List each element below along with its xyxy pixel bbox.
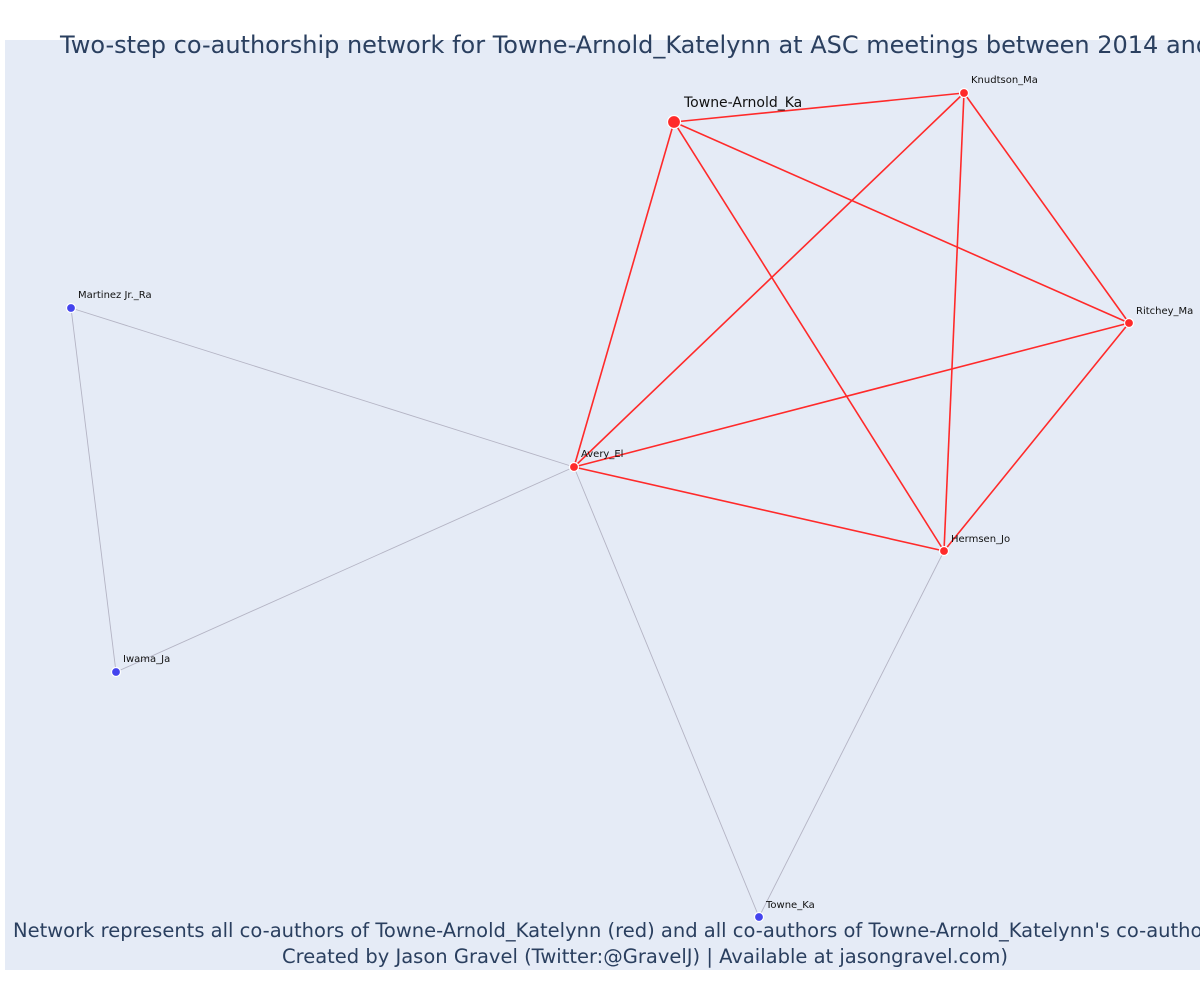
edge-towne-arnold-ka-knudtson-ma xyxy=(673,92,965,123)
node-avery-el[interactable] xyxy=(568,461,580,473)
node-knudtson-ma[interactable] xyxy=(958,87,970,99)
edge-iwama-ja-avery-el xyxy=(115,466,575,673)
edge-knudtson-ma-hermsen-jo xyxy=(943,92,965,552)
plot-background xyxy=(5,40,1200,970)
node-ritchey-ma[interactable] xyxy=(1123,317,1135,329)
caption-line-2: Created by Jason Gravel (Twitter:@Gravel… xyxy=(282,945,1008,968)
node-label-avery-el: Avery_El xyxy=(581,449,623,460)
edge-ritchey-ma-avery-el xyxy=(573,322,1130,468)
node-iwama-ja[interactable] xyxy=(110,666,122,678)
caption-line-1: Network represents all co-authors of Tow… xyxy=(13,919,1200,942)
edge-towne-arnold-ka-avery-el xyxy=(573,121,675,468)
edge-martinez-jr-ra-avery-el xyxy=(70,307,575,468)
node-label-iwama-ja: Iwama_Ja xyxy=(123,654,170,665)
edge-avery-el-hermsen-jo xyxy=(573,466,945,552)
node-towne-arnold-ka[interactable] xyxy=(666,114,682,130)
labels-layer: Towne-Arnold_Ka Knudtson_MaRitchey_MaAver… xyxy=(78,75,1193,911)
node-label-martinez-jr-ra: Martinez Jr._Ra xyxy=(78,290,152,301)
edge-martinez-jr-ra-iwama-ja xyxy=(70,307,117,673)
node-label-towne-arnold-ka: Towne-Arnold_Ka xyxy=(683,95,802,111)
edge-ritchey-ma-hermsen-jo xyxy=(943,322,1130,552)
edge-hermsen-jo-towne-ka xyxy=(758,550,945,918)
edge-towne-arnold-ka-hermsen-jo xyxy=(673,121,945,552)
node-label-towne-ka: Towne_Ka xyxy=(765,900,815,911)
edge-towne-arnold-ka-ritchey-ma xyxy=(673,121,1130,324)
node-label-ritchey-ma: Ritchey_Ma xyxy=(1136,306,1193,317)
node-hermsen-jo[interactable] xyxy=(938,545,950,557)
chart-title: Two-step co-authorship network for Towne… xyxy=(59,31,1200,59)
node-label-hermsen-jo: Hermsen_Jo xyxy=(951,534,1010,545)
edge-knudtson-ma-ritchey-ma xyxy=(963,92,1130,324)
node-label-knudtson-ma: Knudtson_Ma xyxy=(971,75,1038,86)
node-martinez-jr-ra[interactable] xyxy=(65,302,77,314)
edges-layer xyxy=(70,92,1130,918)
edge-knudtson-ma-avery-el xyxy=(573,92,965,468)
node-towne-ka[interactable] xyxy=(753,911,765,923)
edge-avery-el-towne-ka xyxy=(573,466,760,918)
nodes-layer xyxy=(65,87,1135,923)
